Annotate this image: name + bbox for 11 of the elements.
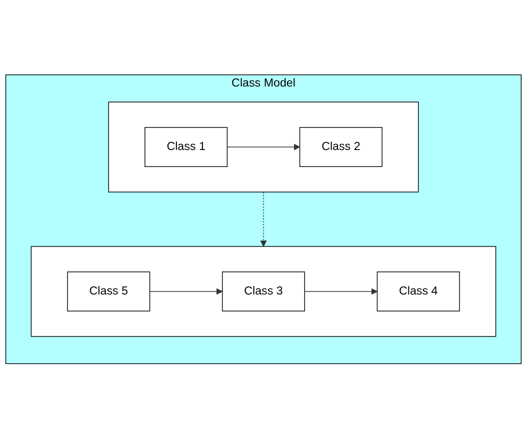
node-box: Class 1: [144, 127, 228, 168]
arrow: [149, 288, 223, 295]
arrow: [304, 288, 378, 295]
cluster: [108, 102, 419, 193]
arrow: [260, 192, 267, 247]
node-box: Class 5: [67, 272, 150, 312]
node-box: Class 3: [222, 272, 305, 312]
node-box: Class 2: [299, 127, 382, 168]
arrow: [226, 144, 300, 150]
node-box: Class 4: [376, 272, 460, 312]
cluster: [30, 246, 496, 338]
